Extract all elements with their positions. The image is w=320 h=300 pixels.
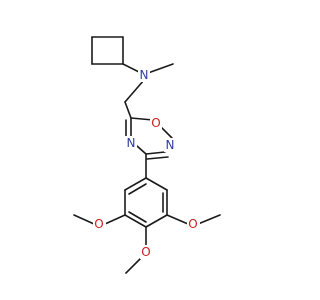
atom-o-methoxy-left: O xyxy=(93,217,106,231)
bond xyxy=(197,214,221,225)
atom-n-amine: N xyxy=(138,68,150,82)
cyclobutane-ring xyxy=(91,36,124,65)
amine-bonds xyxy=(122,63,174,119)
bond xyxy=(124,79,145,103)
bond xyxy=(146,156,169,160)
atom-o-methoxy-bottom: O xyxy=(140,245,153,259)
bond xyxy=(125,258,141,274)
structure-canvas: N O N N O O O xyxy=(73,36,221,274)
bond xyxy=(73,214,95,225)
benzene-ring xyxy=(124,177,168,228)
bond xyxy=(128,183,147,195)
atom-label: N xyxy=(166,138,175,152)
bond xyxy=(104,214,126,225)
bond xyxy=(145,151,166,155)
bond xyxy=(124,177,147,191)
bond xyxy=(130,117,154,121)
atom-label: N xyxy=(140,68,149,82)
bond xyxy=(124,214,147,228)
atom-label: O xyxy=(94,217,103,231)
oxadiazole-ring xyxy=(125,117,173,160)
bond xyxy=(145,214,168,228)
bond xyxy=(124,101,132,119)
molecule-structure: N O N N O O O xyxy=(73,36,221,274)
bond xyxy=(128,211,147,223)
bond xyxy=(147,63,174,74)
atom-n-ring-right: N xyxy=(164,138,176,152)
atom-label: O xyxy=(151,116,160,130)
atom-o-ring: O xyxy=(150,116,162,130)
atom-label: O xyxy=(141,245,150,259)
atom-o-methoxy-right: O xyxy=(187,217,200,231)
bond xyxy=(166,214,189,225)
bond xyxy=(136,145,147,155)
atom-label: N xyxy=(127,136,136,150)
methoxy-groups xyxy=(73,214,221,274)
atom-label: O xyxy=(188,217,197,231)
bond xyxy=(145,177,168,191)
atom-n-ring-left: N xyxy=(125,136,137,150)
